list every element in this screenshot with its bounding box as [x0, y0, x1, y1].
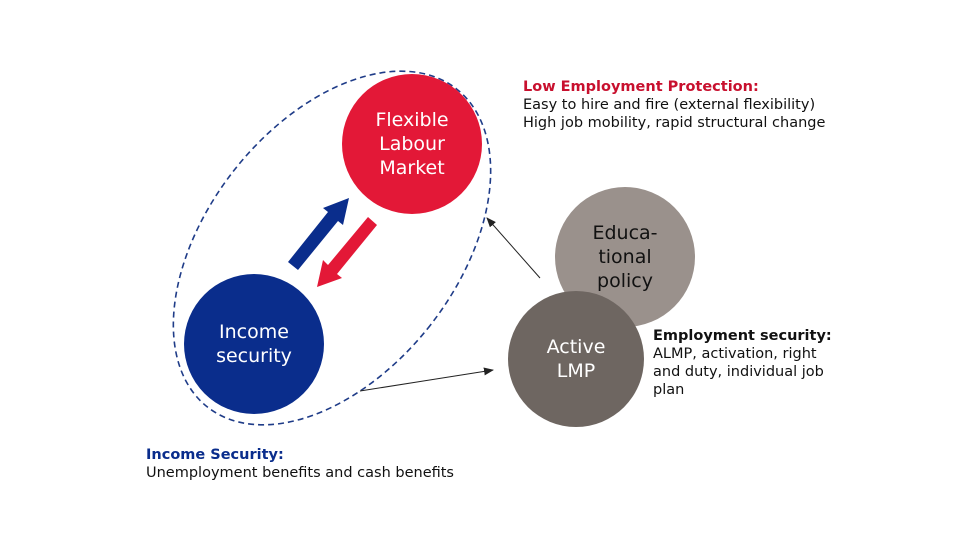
employment-security-line-2: and duty, individual job: [653, 364, 824, 380]
income-line-2: security: [216, 345, 292, 367]
active-line-2: LMP: [556, 360, 596, 382]
educational-policy-label: Educa- tional policy: [555, 187, 695, 327]
active-line-1: Active: [546, 336, 606, 358]
income-line-1: Income: [219, 321, 289, 343]
flexible-labour-market-label: Flexible Labour Market: [342, 74, 482, 214]
income-security-line-1: Unemployment benefits and cash benefits: [146, 465, 454, 481]
arrow-active-to-flexible: [486, 217, 541, 279]
blue-block-arrow: [288, 198, 349, 270]
low-employment-line-2: High job mobility, rapid structural chan…: [523, 115, 826, 131]
income-security-annotation: Income Security: Unemployment benefits a…: [146, 446, 454, 482]
income-security-label: Income security: [184, 274, 324, 414]
low-employment-protection-annotation: Low Employment Protection: Easy to hire …: [523, 78, 825, 132]
flexible-labour-market-circle: [342, 74, 482, 214]
flexible-line-3: Market: [379, 157, 445, 179]
employment-security-heading: Employment security:: [653, 328, 832, 344]
flexible-line-1: Flexible: [375, 109, 449, 131]
active-lmp-circle: [508, 291, 644, 427]
employment-security-annotation: Employment security: ALMP, activation, r…: [653, 327, 832, 399]
low-employment-heading: Low Employment Protection:: [523, 79, 759, 95]
employment-security-line-1: ALMP, activation, right: [653, 346, 817, 362]
arrow-income-to-active: [359, 367, 494, 392]
educational-policy-circle: [555, 187, 695, 327]
low-employment-line-1: Easy to hire and fire (external flexibil…: [523, 97, 816, 113]
educational-line-2: tional: [598, 246, 652, 268]
income-security-circle: [184, 274, 324, 414]
educational-line-1: Educa-: [592, 222, 658, 244]
red-block-arrow: [317, 217, 377, 287]
income-security-heading: Income Security:: [146, 447, 284, 463]
flexible-line-2: Labour: [379, 133, 445, 155]
employment-security-line-3: plan: [653, 382, 685, 398]
active-lmp-label: Active LMP: [508, 291, 644, 427]
dashed-ellipse: [172, 70, 492, 426]
educational-line-3: policy: [597, 270, 653, 292]
